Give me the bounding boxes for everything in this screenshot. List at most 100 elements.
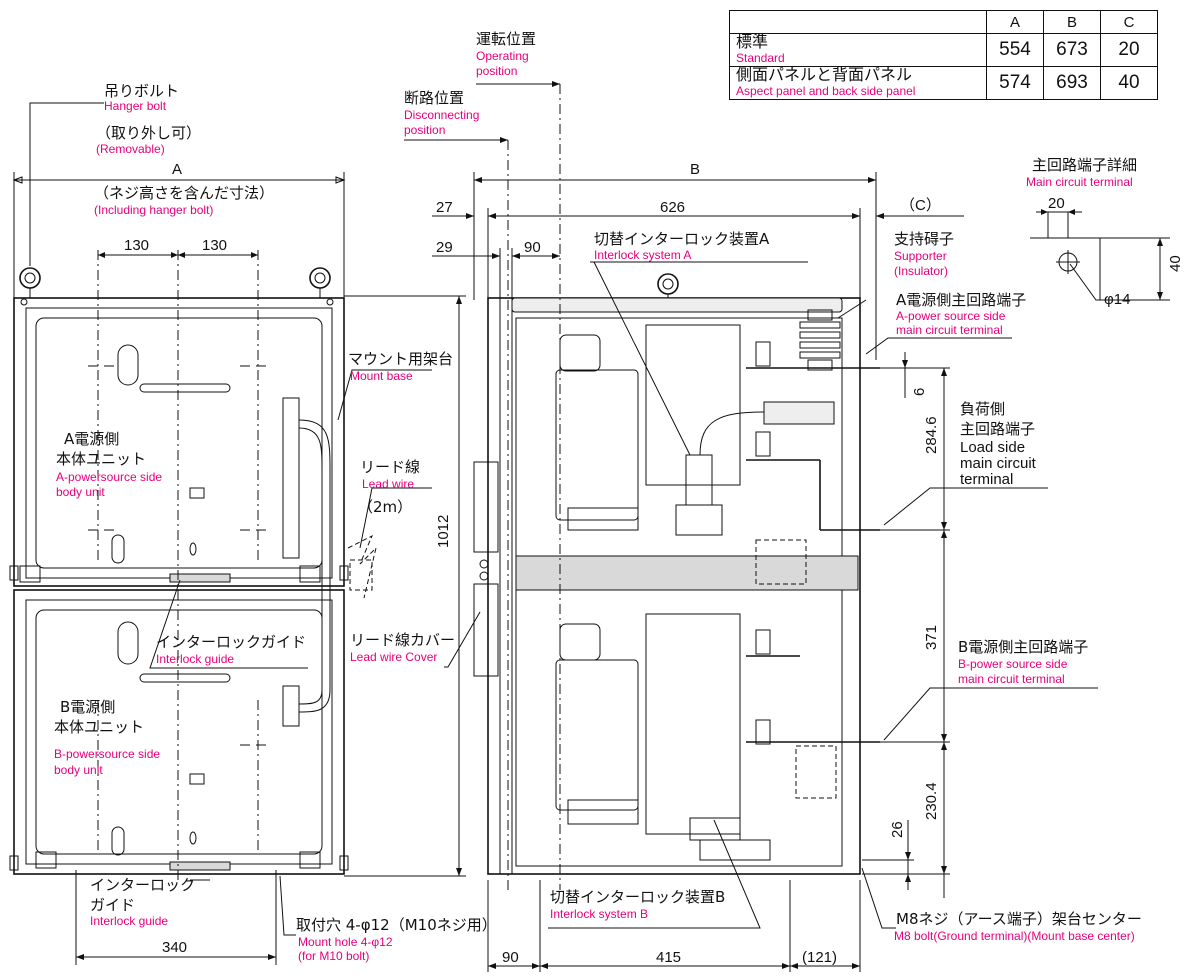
disconnecting-position-en2: position bbox=[404, 123, 445, 137]
disconnecting-position-en1: Disconnecting bbox=[404, 108, 479, 122]
a-unit-en1: A-powersource side bbox=[56, 470, 162, 484]
table-cell: 673 bbox=[1043, 33, 1101, 67]
hanger-bolt-label: 吊りボルト bbox=[104, 82, 179, 100]
dim-b-label: B bbox=[690, 161, 700, 178]
dim-27: 27 bbox=[436, 199, 453, 216]
dim-626: 626 bbox=[660, 199, 685, 216]
b-power-terminal-en2: main circuit terminal bbox=[958, 672, 1065, 686]
mount-base-label: マウント用架台 bbox=[348, 350, 453, 368]
mount-base-en: Mount base bbox=[350, 369, 413, 383]
insulator-icon bbox=[799, 309, 841, 371]
lead-wire-length: （2m） bbox=[358, 498, 412, 516]
dim-c: （C） bbox=[900, 197, 941, 214]
interlock-guide-bottom-en: Interlock guide bbox=[90, 914, 168, 928]
table-row-label: 標準 Standard bbox=[729, 33, 987, 67]
mount-hole-en1: Mount hole 4-φ12 bbox=[298, 935, 393, 949]
dim-284: 284.6 bbox=[923, 416, 940, 454]
table-row: 標準 Standard 554 673 20 bbox=[729, 33, 1158, 67]
table-row-label-en: Standard bbox=[736, 51, 785, 66]
interlock-guide-bottom-label-1: インターロック bbox=[90, 876, 195, 894]
dim-40: 40 bbox=[1167, 255, 1184, 272]
a-power-terminal-en1: A-power source side bbox=[896, 309, 1006, 323]
including-hanger-label: （ネジ高さを含んだ寸法） bbox=[94, 184, 274, 202]
interlock-system-a-en: Interlock system A bbox=[594, 248, 691, 262]
table-row-label-ja: 標準 bbox=[736, 34, 769, 52]
dim-130-right: 130 bbox=[202, 237, 227, 254]
interlock-system-b-label: 切替インターロック装置B bbox=[550, 888, 725, 906]
interlock-system-a-label: 切替インターロック装置A bbox=[594, 230, 770, 248]
load-terminal-en2: main circuit bbox=[960, 455, 1037, 472]
interlock-system-b-en: Interlock system B bbox=[550, 907, 648, 921]
dim-29: 29 bbox=[436, 239, 453, 256]
dim-a-label: A bbox=[172, 161, 182, 178]
dim-371: 371 bbox=[923, 625, 940, 650]
supporter-en1: Supporter bbox=[894, 249, 947, 263]
table-cell: 554 bbox=[986, 33, 1044, 67]
terminal-detail-title: 主回路端子詳細 bbox=[1032, 156, 1137, 174]
interlock-guide-bottom-label-2: ガイド bbox=[90, 896, 135, 914]
terminal-icons bbox=[746, 341, 880, 745]
dim-6: 6 bbox=[911, 388, 928, 396]
dim-90-bottom: 90 bbox=[502, 949, 519, 966]
interlock-guide-bottom-part bbox=[169, 861, 231, 871]
a-unit-en2: body unit bbox=[56, 485, 105, 499]
dim-26: 26 bbox=[889, 821, 906, 838]
dimension-table: A B C 標準 Standard 554 673 20 側面パネルと背面パネル… bbox=[729, 10, 1158, 100]
table-cell: 20 bbox=[1100, 33, 1158, 67]
dim-90-top: 90 bbox=[524, 239, 541, 256]
lead-wire-label: リード線 bbox=[360, 458, 420, 476]
front-view bbox=[9, 102, 481, 965]
b-unit-en1: B-powersource side bbox=[54, 747, 160, 761]
dim-phi14: φ14 bbox=[1104, 291, 1130, 308]
interlock-guide-mid-label: インターロックガイド bbox=[156, 633, 306, 651]
dim-1012: 1012 bbox=[435, 515, 452, 548]
table-row-label-ja: 側面パネルと背面パネル bbox=[736, 67, 913, 85]
labels: 吊りボルト Hanger bolt （取り外し可） (Removable) A … bbox=[54, 30, 1184, 966]
load-terminal-label-2: 主回路端子 bbox=[960, 420, 1035, 438]
a-power-terminal-label: A電源側主回路端子 bbox=[896, 291, 1026, 309]
hanger-bolt-right-icon bbox=[309, 267, 331, 298]
table-cell: 574 bbox=[986, 66, 1044, 100]
dim-230: 230.4 bbox=[923, 782, 940, 820]
lead-wire-en: Lead wire bbox=[362, 477, 414, 491]
terminal-detail-title-en: Main circuit terminal bbox=[1026, 175, 1133, 189]
operating-position-label: 運転位置 bbox=[476, 30, 536, 48]
dim-415: 415 bbox=[656, 949, 681, 966]
including-hanger-label-en: (Including hanger bolt) bbox=[94, 203, 213, 217]
table-header-cell: C bbox=[1100, 10, 1158, 34]
table-row: 側面パネルと背面パネル Aspect panel and back side p… bbox=[729, 66, 1158, 100]
main-terminal-detail bbox=[1030, 209, 1170, 301]
table-header-cell: B bbox=[1043, 10, 1101, 34]
dim-130-left: 130 bbox=[124, 237, 149, 254]
table-row-label: 側面パネルと背面パネル Aspect panel and back side p… bbox=[729, 66, 987, 100]
supporter-en2: (Insulator) bbox=[894, 264, 948, 278]
load-terminal-label-1: 負荷側 bbox=[960, 400, 1005, 418]
a-unit-label-1: A電源側 bbox=[64, 430, 119, 448]
a-power-terminal-en2: main circuit terminal bbox=[896, 323, 1003, 337]
m8-bolt-en: M8 bolt(Ground terminal)(Mount base cent… bbox=[894, 929, 1135, 943]
removable-label: （取り外し可） bbox=[96, 124, 201, 142]
dim-121: (121) bbox=[802, 949, 837, 966]
a-unit-body bbox=[13, 297, 345, 587]
dim-340: 340 bbox=[162, 939, 187, 956]
interlock-guide-mid-part bbox=[169, 573, 231, 583]
load-terminal-en3: terminal bbox=[960, 471, 1013, 488]
b-unit-en2: body unit bbox=[54, 763, 103, 777]
table-header-cell: A bbox=[986, 10, 1044, 34]
b-unit-body bbox=[13, 589, 345, 875]
mount-hole-label: 取付穴 4-φ12（M10ネジ用） bbox=[296, 916, 497, 934]
lead-wire-cover-en: Lead wire Cover bbox=[350, 650, 437, 664]
hanger-bolt-left-icon bbox=[19, 267, 41, 298]
lead-wire-cover-label: リード線カバー bbox=[350, 631, 455, 649]
hanger-bolt-label-en: Hanger bolt bbox=[104, 99, 167, 113]
supporter-label: 支持碍子 bbox=[894, 230, 954, 248]
table-cell: 40 bbox=[1100, 66, 1158, 100]
table-header-row: A B C bbox=[729, 10, 1158, 34]
side-view bbox=[404, 81, 1098, 972]
disconnecting-position-label: 断路位置 bbox=[404, 89, 464, 107]
table-row-label-en: Aspect panel and back side panel bbox=[736, 84, 916, 99]
table-cell: 693 bbox=[1043, 66, 1101, 100]
dim-20: 20 bbox=[1048, 195, 1065, 212]
m8-bolt-label: M8ネジ（アース端子）架台センター bbox=[896, 910, 1142, 928]
